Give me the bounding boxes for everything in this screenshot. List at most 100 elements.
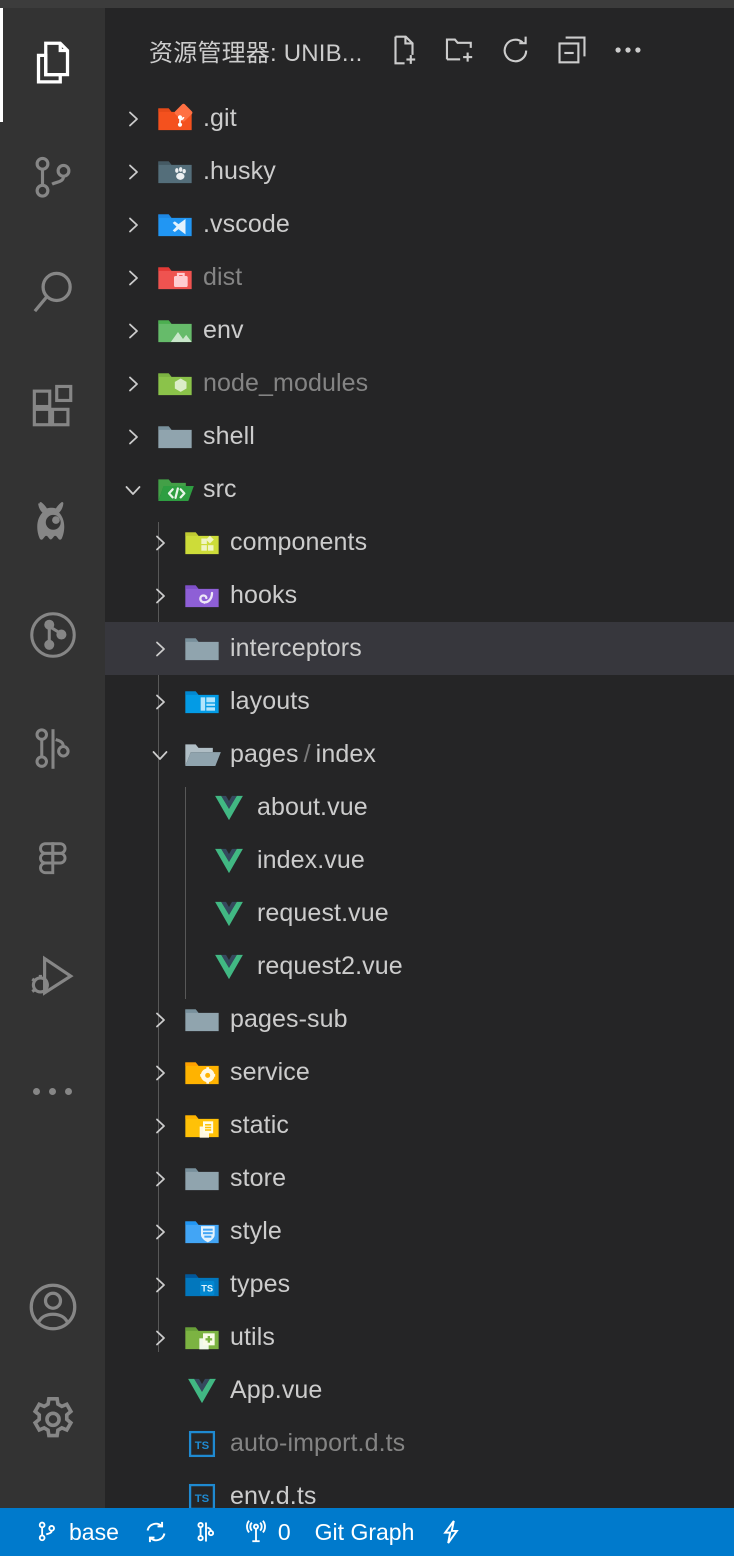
folder-utils-icon: [180, 1311, 224, 1364]
activity-item-explorer[interactable]: [0, 8, 105, 122]
tree-item-label: service: [230, 1058, 310, 1086]
chevron-right-icon[interactable]: [140, 1311, 180, 1364]
tree-folder-row[interactable]: utils: [105, 1311, 734, 1364]
tree-folder-row[interactable]: node_modules: [105, 357, 734, 410]
svg-text:TS: TS: [195, 1440, 210, 1452]
tree-file-row[interactable]: TS env.d.ts: [105, 1470, 734, 1508]
tree-folder-row[interactable]: env: [105, 304, 734, 357]
folder-style-icon: [180, 1205, 224, 1258]
chevron-right-icon[interactable]: [140, 1205, 180, 1258]
chevron-right-icon[interactable]: [113, 198, 153, 251]
folder-types-icon: TS: [180, 1258, 224, 1311]
chevron-right-icon[interactable]: [140, 569, 180, 622]
activity-item-git-compare[interactable]: [0, 692, 105, 806]
activity-item-git-graph[interactable]: [0, 578, 105, 692]
activity-item-search[interactable]: [0, 236, 105, 350]
chevron-right-icon[interactable]: [140, 622, 180, 675]
status-git-compare[interactable]: [181, 1508, 231, 1556]
new-file-icon[interactable]: [384, 30, 424, 70]
tree-folder-row[interactable]: .vscode: [105, 198, 734, 251]
tree-folder-row[interactable]: pages-sub: [105, 993, 734, 1046]
activity-item-source-control[interactable]: [0, 122, 105, 236]
status-git-graph-label: Git Graph: [314, 1518, 415, 1545]
chevron-right-icon[interactable]: [140, 675, 180, 728]
extensions-icon: [25, 379, 81, 435]
chevron-right-icon: [167, 887, 207, 940]
tree-file-row[interactable]: App.vue: [105, 1364, 734, 1417]
indent-guide-pages: [185, 787, 186, 999]
folder-static-icon: [180, 1099, 224, 1152]
status-git-graph[interactable]: Git Graph: [303, 1508, 427, 1556]
tree-folder-row[interactable]: components: [105, 516, 734, 569]
activity-bar: [0, 8, 105, 1508]
chevron-right-icon[interactable]: [140, 1099, 180, 1152]
refresh-icon[interactable]: [496, 30, 536, 70]
chevron-right-icon[interactable]: [113, 92, 153, 145]
tree-folder-row[interactable]: .git: [105, 92, 734, 145]
svg-text:TS: TS: [195, 1493, 210, 1505]
chevron-right-icon: [140, 1417, 180, 1470]
tree-folder-row[interactable]: interceptors: [105, 622, 734, 675]
chevron-right-icon[interactable]: [113, 304, 153, 357]
chevron-right-icon[interactable]: [113, 251, 153, 304]
tree-file-row[interactable]: index.vue: [105, 834, 734, 887]
tree-file-row[interactable]: request2.vue: [105, 940, 734, 993]
activity-item-extensions[interactable]: [0, 350, 105, 464]
tree-item-label: .git: [203, 104, 237, 132]
status-sync[interactable]: [131, 1508, 181, 1556]
tree-folder-row[interactable]: src: [105, 463, 734, 516]
chevron-right-icon[interactable]: [140, 516, 180, 569]
tree-item-label: about.vue: [257, 793, 368, 821]
tree-folder-row[interactable]: store: [105, 1152, 734, 1205]
chevron-right-icon[interactable]: [113, 145, 153, 198]
activity-item-figma[interactable]: [0, 806, 105, 920]
new-folder-icon[interactable]: [440, 30, 480, 70]
chevron-right-icon[interactable]: [140, 1258, 180, 1311]
activity-item-monster[interactable]: [0, 464, 105, 578]
tree-item-label: index.vue: [257, 846, 365, 874]
folder-service-icon: [180, 1046, 224, 1099]
tree-folder-row[interactable]: .husky: [105, 145, 734, 198]
chevron-down-icon[interactable]: [113, 463, 153, 516]
tree-folder-row[interactable]: style: [105, 1205, 734, 1258]
figma-icon: [26, 836, 80, 890]
tree-folder-row[interactable]: pages/index: [105, 728, 734, 781]
tree-item-label: request2.vue: [257, 952, 403, 980]
status-remote[interactable]: 0: [231, 1508, 303, 1556]
tree-file-row[interactable]: request.vue: [105, 887, 734, 940]
tree-item-label: pages/index: [230, 740, 376, 769]
folder-husky-icon: [153, 145, 197, 198]
tree-item-label: pages-sub: [230, 1005, 348, 1033]
tree-folder-row[interactable]: dist: [105, 251, 734, 304]
tree-item-label: .vscode: [203, 210, 290, 238]
activity-item-run-and-debug[interactable]: [0, 920, 105, 1034]
chevron-right-icon[interactable]: [140, 993, 180, 1046]
tree-item-label: request.vue: [257, 899, 389, 927]
tree-item-label: env: [203, 316, 244, 344]
tree-folder-row[interactable]: service: [105, 1046, 734, 1099]
status-lightning[interactable]: [426, 1508, 476, 1556]
folder-default-icon: [180, 993, 224, 1046]
path-separator: /: [303, 740, 311, 768]
chevron-right-icon[interactable]: [113, 357, 153, 410]
chevron-down-icon[interactable]: [140, 728, 180, 781]
file-dts-icon: TS: [180, 1417, 224, 1470]
tree-folder-row[interactable]: static: [105, 1099, 734, 1152]
tree-folder-row[interactable]: hooks: [105, 569, 734, 622]
explorer-more-icon[interactable]: [608, 30, 648, 70]
tree-item-label: utils: [230, 1323, 275, 1351]
collapse-all-icon[interactable]: [552, 30, 592, 70]
activity-item-accounts[interactable]: [0, 1250, 105, 1364]
chevron-right-icon[interactable]: [113, 410, 153, 463]
activity-item-settings[interactable]: [0, 1364, 105, 1478]
chevron-right-icon[interactable]: [140, 1046, 180, 1099]
tree-file-row[interactable]: about.vue: [105, 781, 734, 834]
tree-item-label: env.d.ts: [230, 1482, 317, 1508]
tree-folder-row[interactable]: layouts: [105, 675, 734, 728]
tree-folder-row[interactable]: shell: [105, 410, 734, 463]
activity-item-more-views[interactable]: [0, 1034, 105, 1148]
chevron-right-icon[interactable]: [140, 1152, 180, 1205]
status-branch[interactable]: base: [22, 1508, 131, 1556]
